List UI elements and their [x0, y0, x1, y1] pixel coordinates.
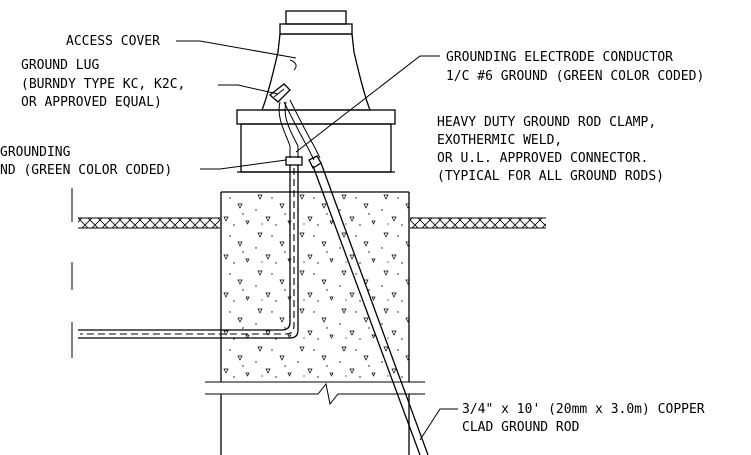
concrete-foundation [220, 191, 410, 455]
svg-text:1/C #6 GROUND (GREEN COLOR COD: 1/C #6 GROUND (GREEN COLOR CODED) [446, 69, 704, 84]
label-grounding-conductor: GROUNDING ND (GREEN COLOR CODED) [0, 145, 172, 178]
grounding-conductor [78, 101, 303, 339]
svg-text:GROUNDING: GROUNDING [0, 145, 71, 160]
label-clamp: HEAVY DUTY GROUND ROD CLAMP, EXOTHERMIC … [437, 115, 664, 184]
svg-text:ACCESS COVER: ACCESS COVER [66, 34, 160, 49]
label-ground-lug: GROUND LUG (BURNDY TYPE KC, K2C, OR APPR… [21, 58, 185, 110]
svg-text:CLAD GROUND ROD: CLAD GROUND ROD [462, 420, 580, 435]
label-electrode-conductor: GROUNDING ELECTRODE CONDUCTOR 1/C #6 GRO… [446, 50, 704, 84]
svg-text:HEAVY DUTY GROUND ROD CLAMP,: HEAVY DUTY GROUND ROD CLAMP, [437, 115, 656, 130]
svg-text:ND (GREEN COLOR CODED): ND (GREEN COLOR CODED) [0, 163, 172, 178]
svg-text:(BURNDY TYPE KC, K2C,: (BURNDY TYPE KC, K2C, [21, 77, 185, 92]
label-ground-rod: 3/4" x 10' (20mm x 3.0m) COPPER CLAD GRO… [462, 402, 705, 435]
ground-rod [312, 162, 429, 455]
svg-text:EXOTHERMIC WELD,: EXOTHERMIC WELD, [437, 133, 562, 148]
access-cover-dome [261, 10, 371, 111]
ground-surface [71, 188, 546, 358]
leader-lines [176, 40, 458, 441]
pedestal-base [236, 109, 396, 173]
break-line [205, 381, 425, 406]
svg-text:3/4" x 10' (20mm x 3.0m) COPPE: 3/4" x 10' (20mm x 3.0m) COPPER [462, 402, 705, 417]
svg-text:OR APPROVED EQUAL): OR APPROVED EQUAL) [21, 95, 162, 110]
svg-text:OR U.L. APPROVED CONNECTOR.: OR U.L. APPROVED CONNECTOR. [437, 151, 648, 166]
svg-text:GROUND LUG: GROUND LUG [21, 58, 99, 73]
label-access-cover: ACCESS COVER [66, 34, 160, 49]
svg-text:GROUNDING ELECTRODE CONDUCTOR: GROUNDING ELECTRODE CONDUCTOR [446, 50, 673, 65]
svg-text:(TYPICAL FOR ALL GROUND RODS): (TYPICAL FOR ALL GROUND RODS) [437, 169, 664, 184]
ground-lug [268, 83, 291, 103]
